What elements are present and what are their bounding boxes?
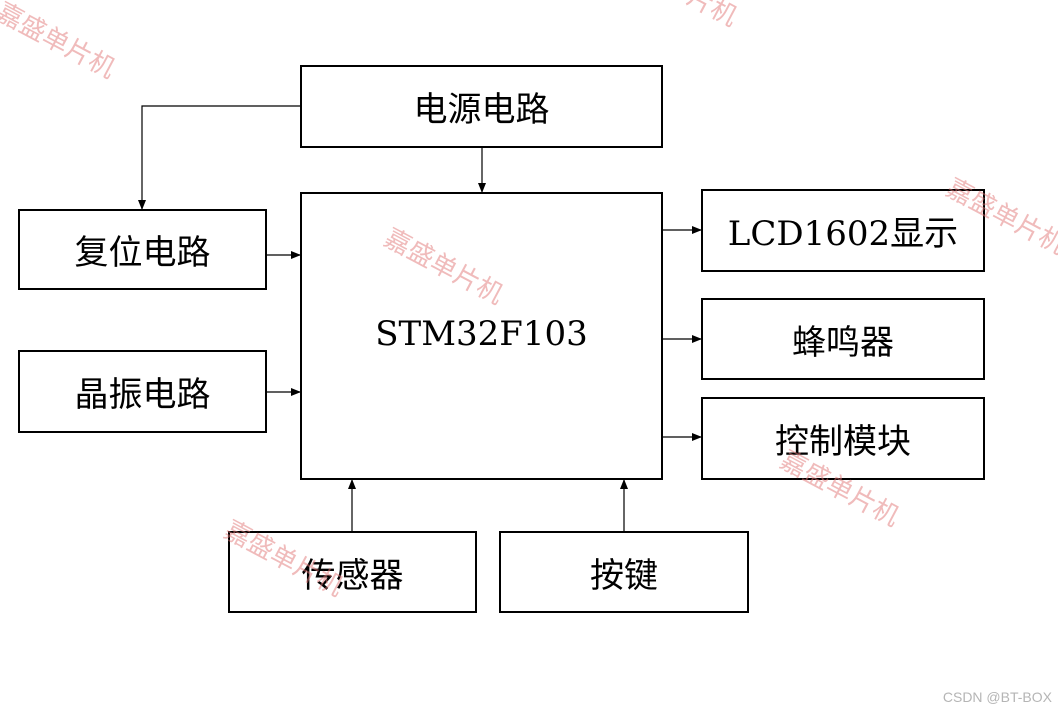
reset-circuit-label: 复位电路 <box>74 233 211 273</box>
sensor-block: 传感器 <box>228 531 477 613</box>
crystal-circuit-block: 晶振电路 <box>18 350 267 433</box>
sensor-label: 传感器 <box>301 555 404 596</box>
buzzer-block: 蜂鸣器 <box>701 298 985 380</box>
buzzer-label: 蜂鸣器 <box>792 322 894 363</box>
power-to-reset-line <box>138 105 300 210</box>
source-credit: CSDN @BT-BOX <box>942 689 1052 705</box>
mcu-block <box>300 192 663 480</box>
lcd-display-label: LCD1602显示 <box>727 214 959 254</box>
control-module-label: 控制模块 <box>775 422 911 462</box>
mcu-label: STM32F103 <box>375 314 588 354</box>
keys-label: 按键 <box>590 555 658 596</box>
power-circuit-label: 电源电路 <box>413 90 550 130</box>
crystal-circuit-label: 晶振电路 <box>74 375 211 415</box>
keys-block: 按键 <box>499 531 749 613</box>
control-module-block: 控制模块 <box>701 397 985 480</box>
power-circuit-block: 电源电路 <box>300 65 663 148</box>
reset-circuit-block: 复位电路 <box>18 209 267 290</box>
lcd-display-block: LCD1602显示 <box>701 189 985 272</box>
